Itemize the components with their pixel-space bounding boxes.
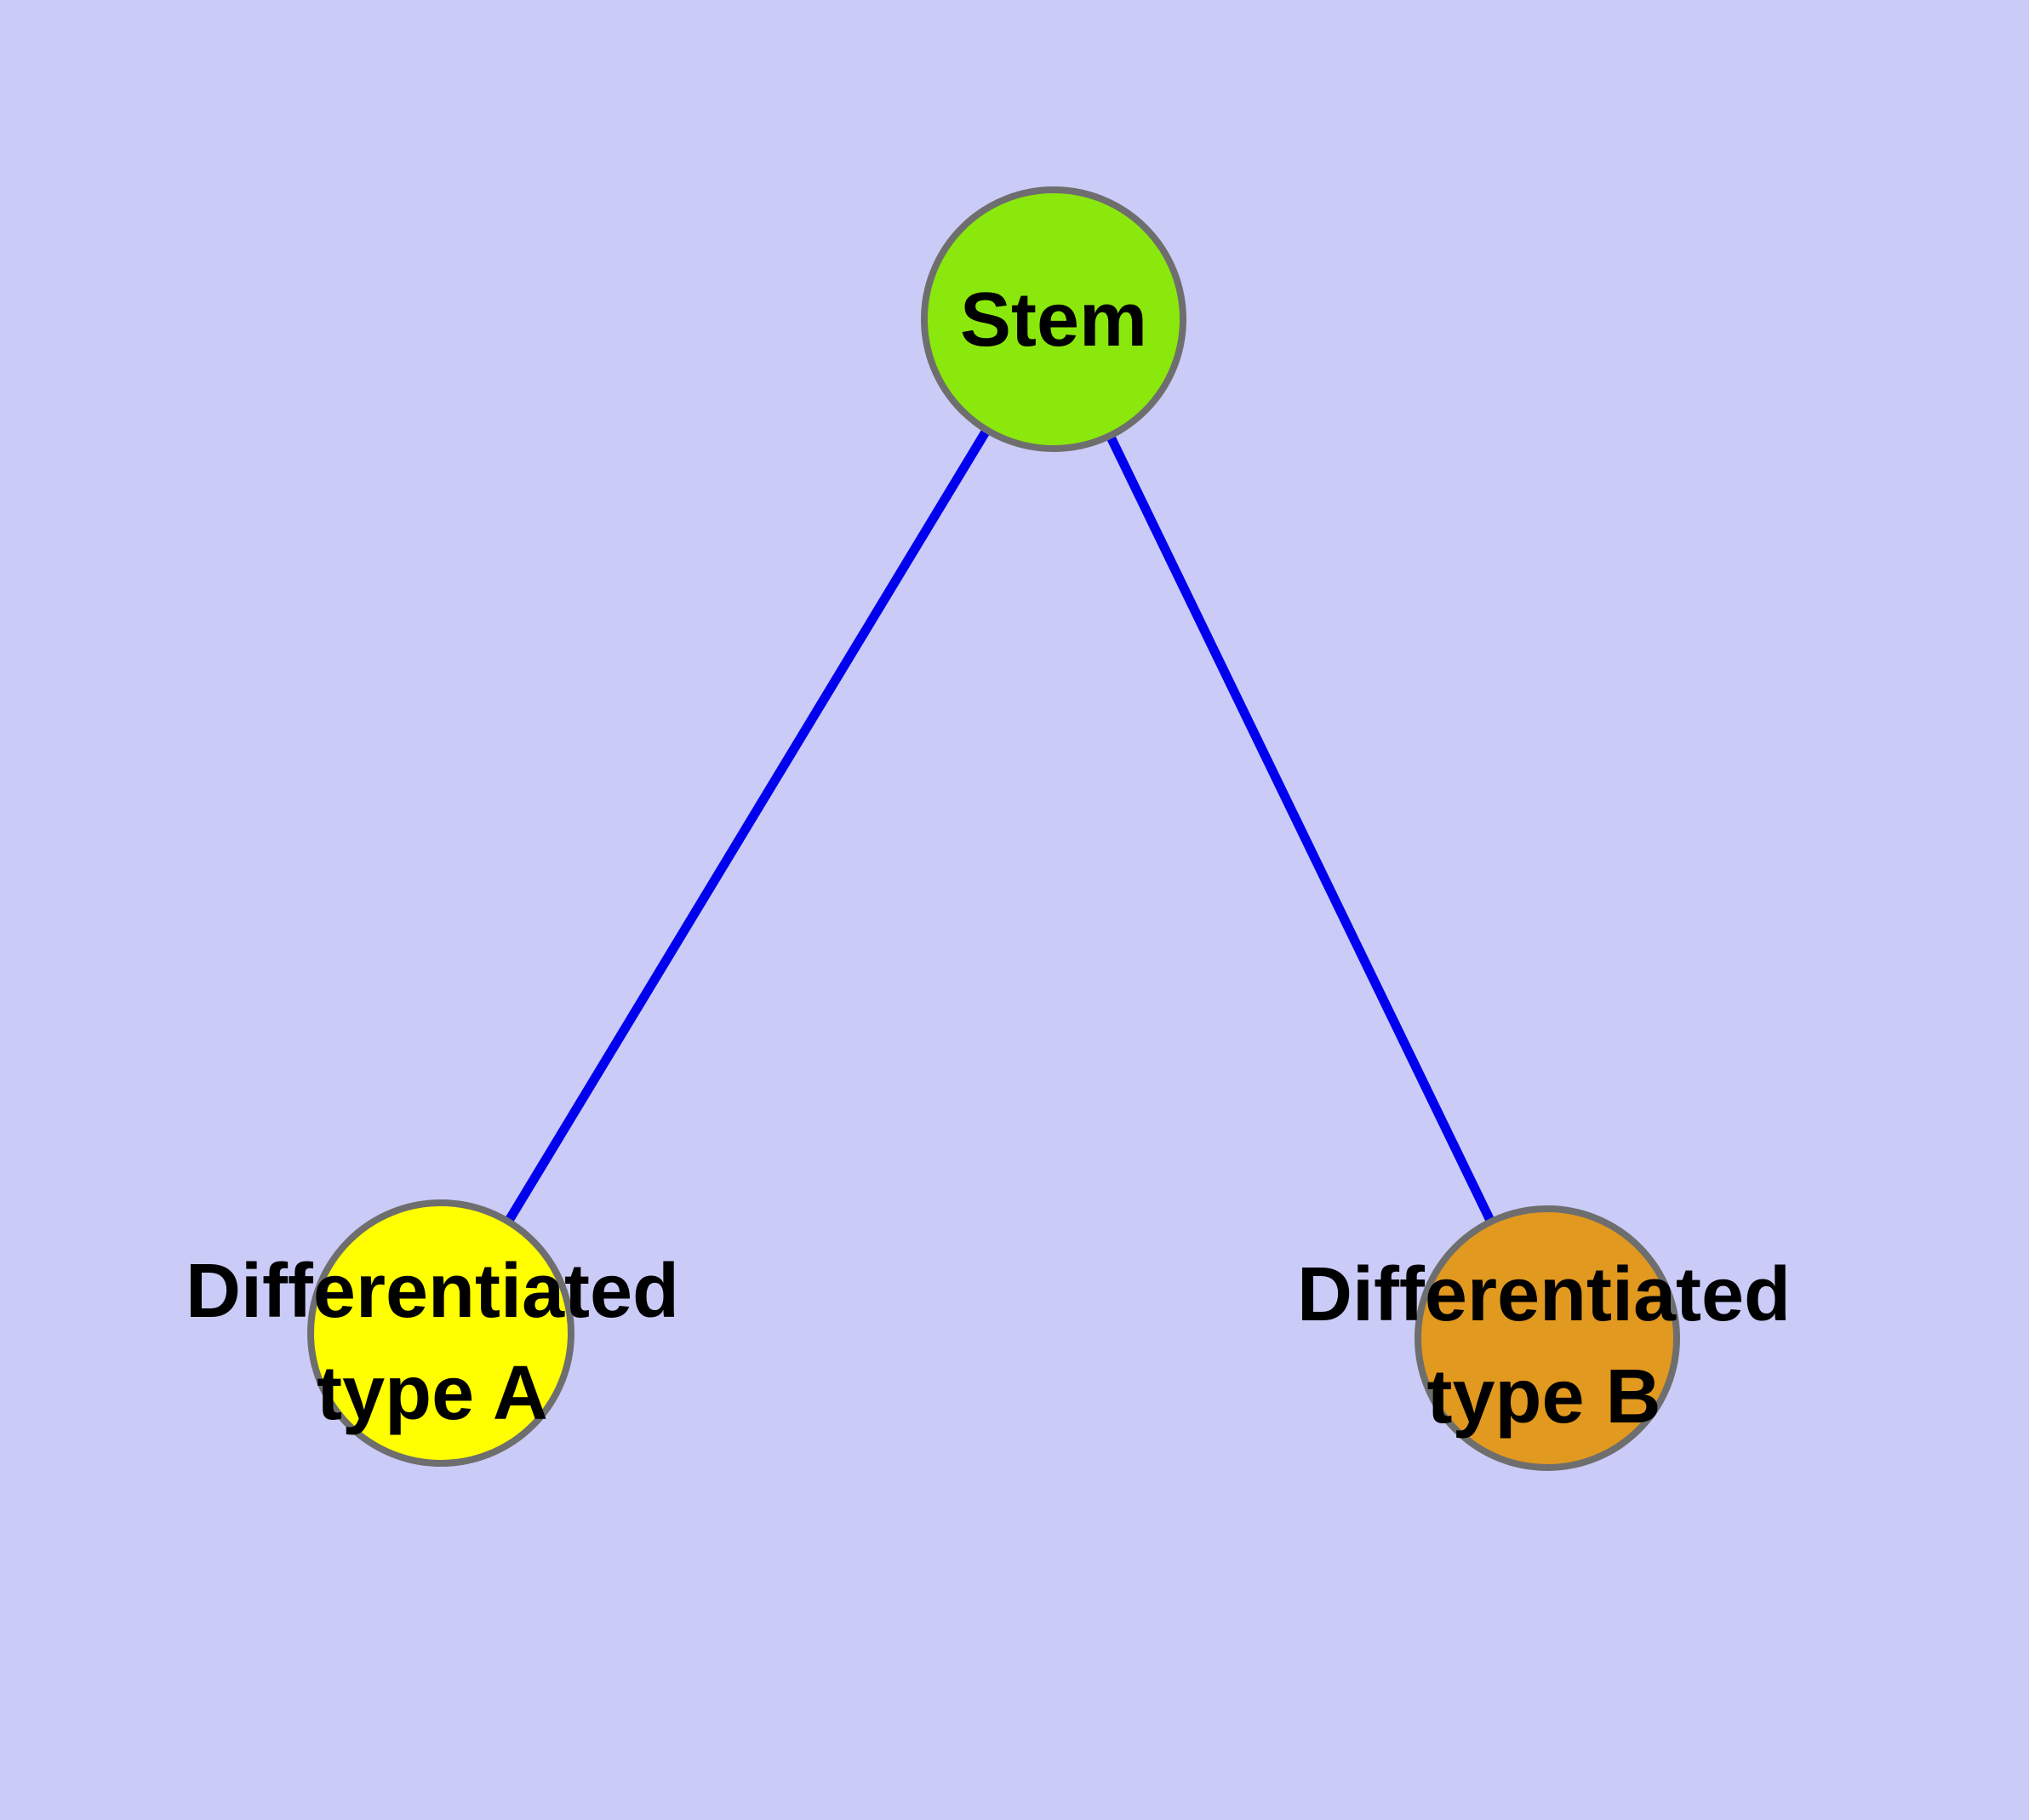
node-type-b-circle bbox=[1415, 1205, 1680, 1471]
node-type-b-label-line1: Differentiated bbox=[1297, 1252, 1791, 1337]
node-differentiated-type-a: Differentiated type A bbox=[186, 1199, 679, 1467]
node-type-a-label-line1: Differentiated bbox=[186, 1249, 679, 1334]
node-differentiated-type-b: Differentiated type B bbox=[1297, 1205, 1791, 1471]
edge-stem-to-type-a bbox=[437, 317, 1058, 1336]
edge-stem-to-type-b bbox=[1049, 317, 1552, 1341]
node-type-a-label-line2: type A bbox=[317, 1351, 548, 1436]
node-stem: Stem bbox=[921, 186, 1186, 452]
node-stem-circle bbox=[921, 186, 1186, 452]
node-type-b-label-line2: type B bbox=[1426, 1354, 1660, 1439]
node-type-a-circle bbox=[307, 1199, 574, 1467]
edges bbox=[437, 317, 1552, 1341]
node-stem-label: Stem bbox=[960, 278, 1147, 363]
